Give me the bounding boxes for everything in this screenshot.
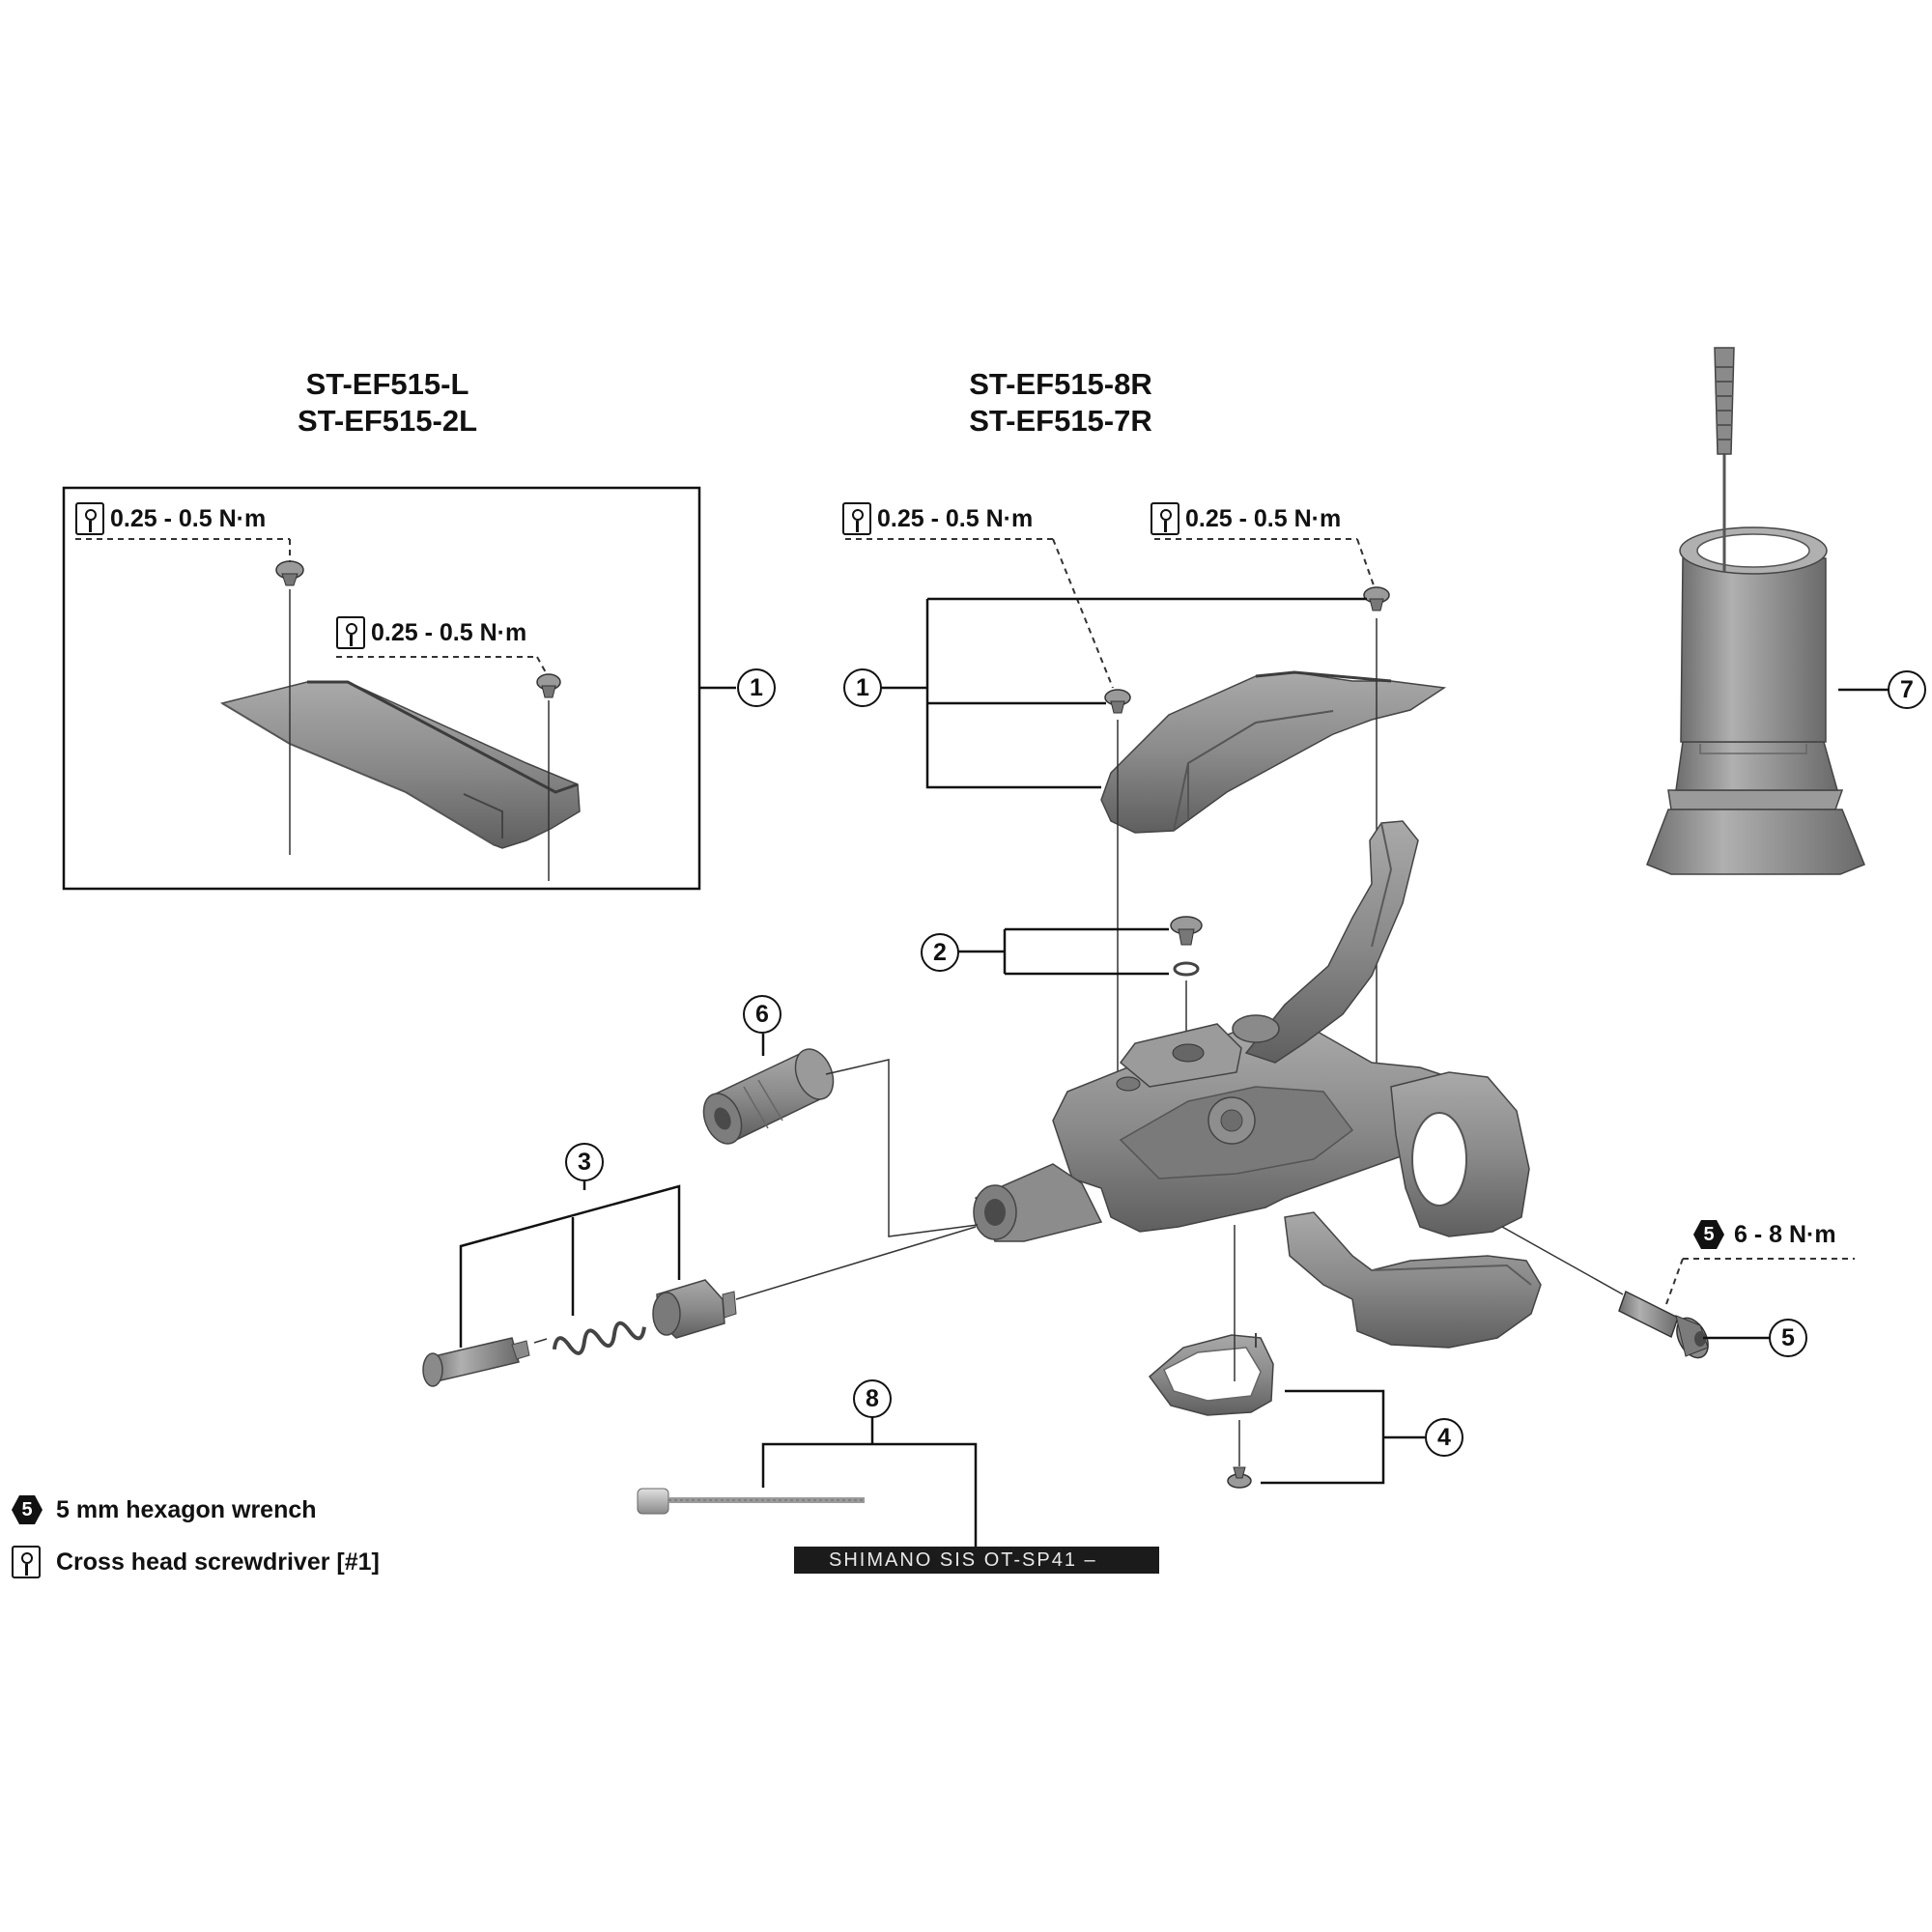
torque-value: 0.25 - 0.5 N·m <box>1185 505 1342 532</box>
left-model-title-1: ST-EF515-L <box>305 367 469 401</box>
hexagon-wrench-icon: 5 <box>12 1494 43 1525</box>
callout-5: 5 <box>1769 1319 1807 1357</box>
callout-1-left: 1 <box>737 668 776 707</box>
torque-label-right-b: 0.25 - 0.5 N·m <box>1151 502 1341 535</box>
torque-label-left-inner: 0.25 - 0.5 N·m <box>336 616 526 649</box>
right-cover-screw-a <box>1104 689 1131 714</box>
left-model-title-2: ST-EF515-2L <box>297 404 478 438</box>
outer-casing-print: SHIMANO SIS OT-SP41 – <box>794 1547 1159 1574</box>
screwdriver-icon <box>75 502 104 535</box>
hexagon-wrench-icon: 5 <box>1693 1219 1724 1250</box>
handlebar-clamp <box>1390 1071 1530 1237</box>
torque-label-bolt: 5 6 - 8 N·m <box>1693 1219 1836 1250</box>
shifter-main-body <box>973 1023 1469 1242</box>
cross-head-screwdriver-icon <box>12 1546 41 1578</box>
torque-value: 0.25 - 0.5 N·m <box>371 619 527 646</box>
callout-7: 7 <box>1888 670 1926 709</box>
callout-6: 6 <box>743 995 781 1034</box>
screwdriver-icon <box>336 616 365 649</box>
legend-hex-wrench: 5 5 mm hexagon wrench <box>12 1494 317 1525</box>
legend-screwdriver-text: Cross head screwdriver [#1] <box>56 1548 380 1576</box>
right-model-title-2: ST-EF515-7R <box>969 404 1152 438</box>
left-indicator-cover <box>220 680 581 849</box>
part5-clamp-bolt <box>1618 1290 1709 1359</box>
legend-hex-text: 5 mm hexagon wrench <box>56 1495 317 1523</box>
torque-label-right-a: 0.25 - 0.5 N·m <box>842 502 1033 535</box>
callout-4: 4 <box>1425 1418 1463 1457</box>
right-model-title-1: ST-EF515-8R <box>969 367 1152 401</box>
callout-3: 3 <box>565 1143 604 1181</box>
part8-inner-cable <box>637 1488 865 1515</box>
left-cover-screw-inner <box>536 673 561 698</box>
screwdriver-icon <box>1151 502 1179 535</box>
torque-value: 0.25 - 0.5 N·m <box>110 505 267 532</box>
callout-2: 2 <box>921 933 959 972</box>
screwdriver-icon <box>842 502 871 535</box>
part6-cable-cap <box>702 1048 835 1145</box>
torque-value: 6 - 8 N·m <box>1734 1221 1836 1248</box>
callout-8: 8 <box>853 1379 892 1418</box>
left-cover-screw-top <box>275 560 304 586</box>
left-variant-box <box>62 486 701 891</box>
part2-bolt-washer <box>1170 916 1203 977</box>
part4-screw <box>1227 1466 1252 1489</box>
part4-bottom-cover <box>1148 1333 1274 1416</box>
part7-tool <box>1646 347 1865 875</box>
torque-value: 0.25 - 0.5 N·m <box>877 505 1034 532</box>
torque-label-left-top: 0.25 - 0.5 N·m <box>75 502 266 535</box>
upper-shift-lever <box>1232 820 1419 1064</box>
legend-screwdriver: Cross head screwdriver [#1] <box>12 1546 380 1578</box>
right-indicator-cover <box>1100 670 1447 834</box>
part3-adjuster-assembly <box>422 1279 737 1387</box>
lower-shift-lever <box>1284 1211 1542 1349</box>
callout-1-right: 1 <box>843 668 882 707</box>
right-cover-screw-b <box>1363 586 1390 611</box>
